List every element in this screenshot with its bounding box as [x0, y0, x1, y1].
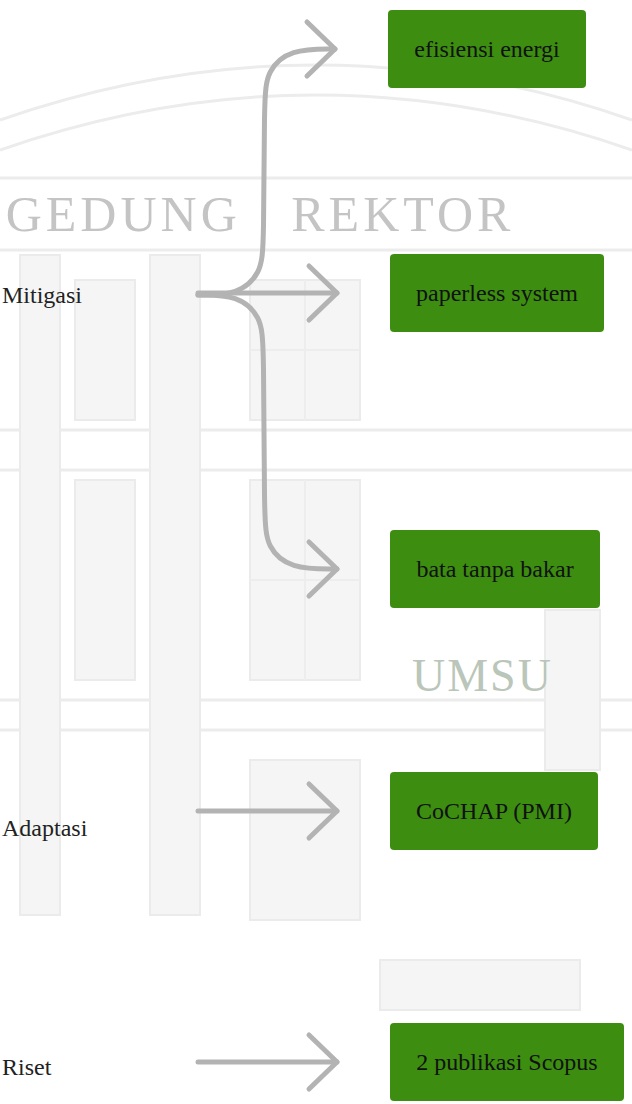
- node-text: Riset: [2, 1053, 51, 1082]
- watermark-text: GEDUNG REKTOR: [6, 186, 515, 244]
- node-text: Mitigasi: [2, 281, 82, 310]
- pediment-arc: [0, 95, 632, 150]
- step: [380, 960, 580, 1010]
- action-box: 2 publikasi Scopus: [390, 1023, 624, 1101]
- window-bar: [250, 579, 360, 581]
- column: [545, 610, 600, 770]
- column: [150, 255, 200, 915]
- node-text: 2 publikasi Scopus: [416, 1048, 597, 1077]
- category-label: Adaptasi: [0, 798, 198, 858]
- arrow-connector: [198, 1060, 337, 1065]
- category-label: Mitigasi: [0, 265, 198, 325]
- name-band: [0, 178, 632, 250]
- category-label: Riset: [0, 1037, 198, 1097]
- node-text: Adaptasi: [2, 814, 87, 843]
- window: [75, 480, 135, 680]
- node-text: paperless system: [416, 279, 578, 308]
- action-box: CoCHAP (PMI): [390, 772, 598, 850]
- arrow-connector: [198, 809, 337, 814]
- window: [75, 280, 135, 420]
- node-text: efisiensi energi: [414, 35, 560, 64]
- node-text: bata tanpa bakar: [416, 555, 573, 584]
- door: [250, 760, 360, 920]
- arrow-connector: [198, 295, 337, 569]
- action-box: bata tanpa bakar: [390, 530, 600, 608]
- action-box: paperless system: [390, 254, 604, 332]
- action-box: efisiensi energi: [388, 10, 586, 88]
- window: [250, 280, 360, 420]
- watermark-text: UMSU: [412, 650, 553, 703]
- arrow-connector: [198, 49, 335, 295]
- window-bar: [250, 349, 360, 351]
- node-text: CoCHAP (PMI): [416, 797, 572, 826]
- cornice: [0, 430, 632, 470]
- cornice: [0, 700, 632, 730]
